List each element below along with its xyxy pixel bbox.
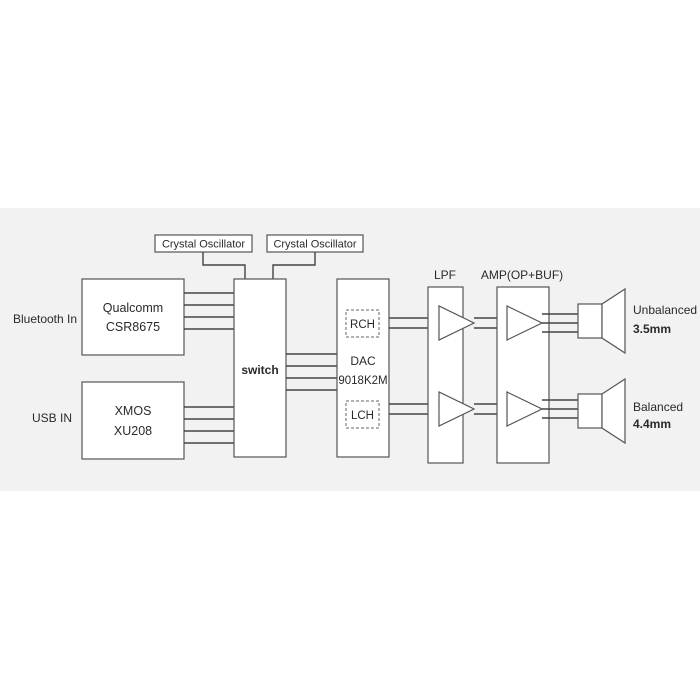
dac-label: DAC <box>350 354 376 368</box>
bluetooth-input-label: Bluetooth In <box>13 312 77 326</box>
usb-chip-name: XMOS <box>115 404 152 418</box>
balanced-output-label: Balanced <box>633 400 683 414</box>
unbalanced-output-label: Unbalanced <box>633 303 697 317</box>
unbalanced-speaker-icon <box>577 287 626 355</box>
crystal-oscillator-2-label: Crystal Oscillator <box>273 239 356 251</box>
rch-label: RCH <box>350 319 375 331</box>
amp-left-amplifier <box>506 391 544 427</box>
lpf-right-amplifier <box>438 305 476 341</box>
balanced-output-size: 4.4mm <box>633 417 671 431</box>
crystal-1-wire <box>202 252 246 279</box>
amp-to-speaker-wires <box>542 313 578 419</box>
usb-to-switch-bus <box>184 406 234 444</box>
rch-box <box>345 309 380 338</box>
crystal-2-wire <box>272 252 316 279</box>
bluetooth-chip-model: CSR8675 <box>106 320 160 334</box>
amp-label: AMP(OP+BUF) <box>481 268 563 282</box>
bluetooth-chip-name: Qualcomm <box>103 301 163 315</box>
lch-label: LCH <box>351 410 374 422</box>
usb-input-label: USB IN <box>32 411 72 425</box>
switch-box <box>233 278 287 458</box>
unbalanced-output-size: 3.5mm <box>633 322 671 336</box>
switch-to-dac-bus <box>286 353 337 391</box>
lch-box <box>345 400 380 429</box>
amp-right-amplifier <box>506 305 544 341</box>
usb-chip-model: XU208 <box>114 424 152 438</box>
usb-chip-box <box>81 381 185 460</box>
bluetooth-chip-box <box>81 278 185 356</box>
dac-box <box>336 278 390 458</box>
dac-model: 9018K2M <box>338 375 387 387</box>
bluetooth-to-switch-bus <box>184 292 234 330</box>
lpf-left-amplifier <box>438 391 476 427</box>
balanced-speaker-icon <box>577 377 626 445</box>
crystal-oscillator-1-label: Crystal Oscillator <box>162 239 245 251</box>
lpf-label: LPF <box>434 268 456 282</box>
switch-label: switch <box>241 363 278 377</box>
